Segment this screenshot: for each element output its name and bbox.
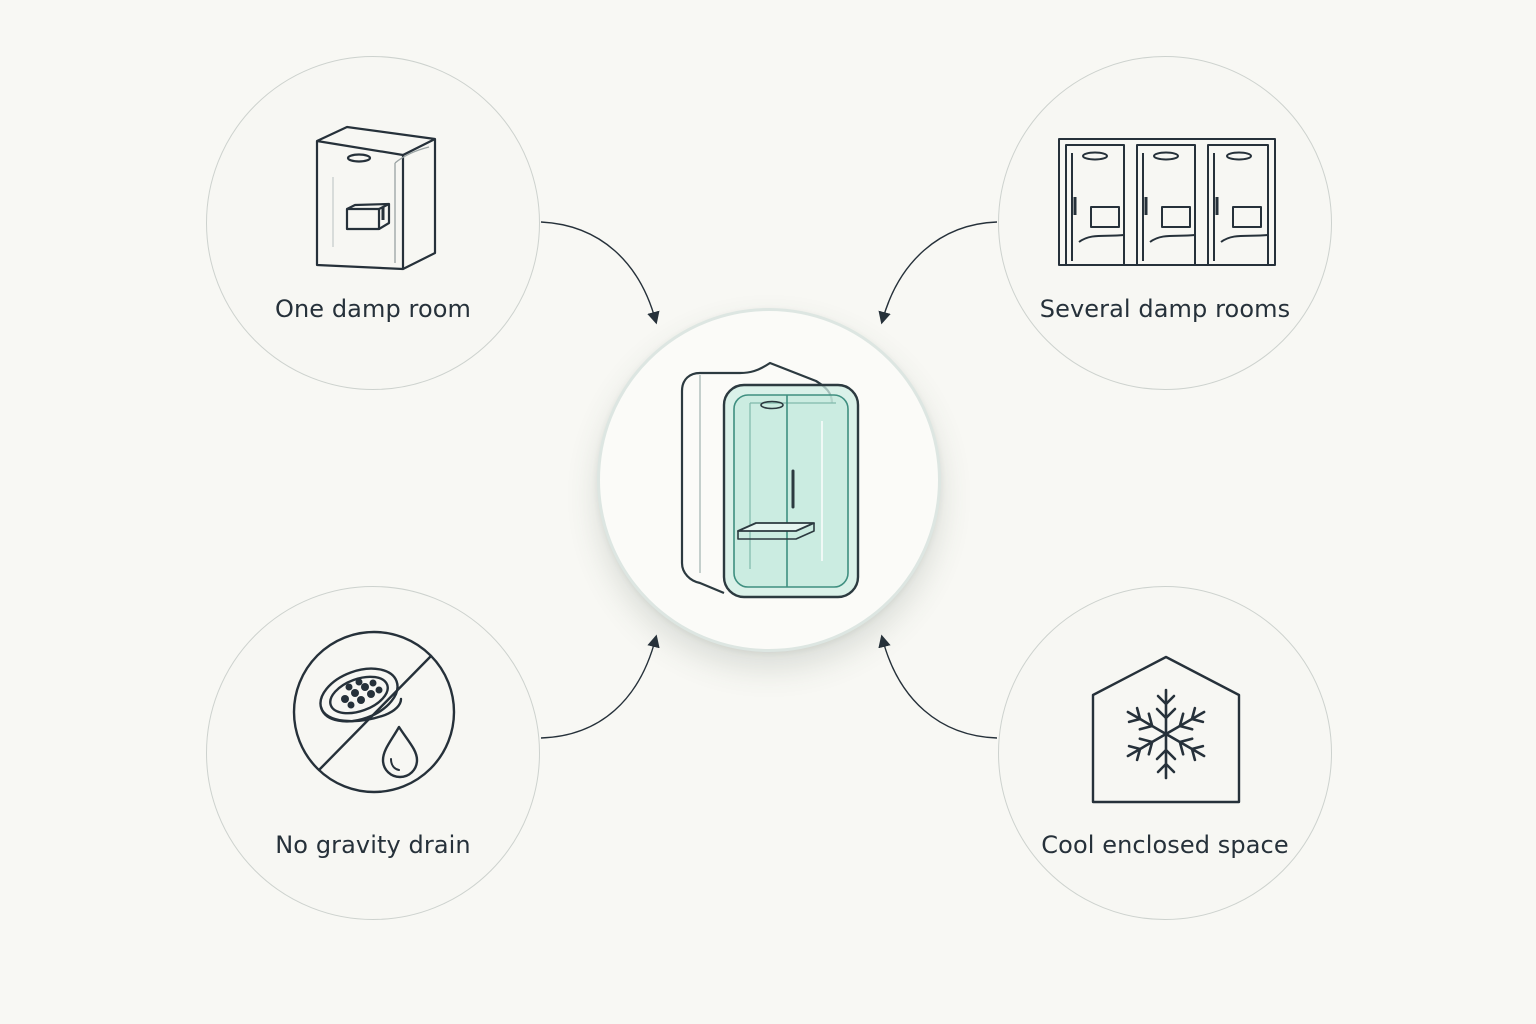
node-one-damp-room: One damp room [206, 56, 540, 390]
connector-bottom-left [540, 634, 660, 739]
node-label: Cool enclosed space [1041, 831, 1289, 859]
snowflake-icon [1126, 688, 1206, 780]
no-drain-icon [292, 630, 456, 794]
single-shower-cabin-icon [315, 125, 437, 271]
node-no-gravity-drain: No gravity drain [206, 586, 540, 920]
connector-top-left [540, 221, 660, 325]
three-shower-cabins-icon [1058, 138, 1276, 266]
node-label: No gravity drain [275, 831, 471, 859]
node-several-damp-rooms: Several damp rooms [998, 56, 1332, 390]
connector-bottom-right [878, 634, 998, 739]
house-snowflake-icon [1091, 655, 1241, 804]
node-cool-enclosed-space: Cool enclosed space [998, 586, 1332, 920]
glass-shower-pod-icon [680, 361, 860, 599]
node-label: One damp room [274, 295, 472, 323]
connector-top-right [878, 221, 998, 325]
node-label: Several damp rooms [1039, 295, 1291, 323]
node-center-shower-pod [597, 308, 941, 652]
